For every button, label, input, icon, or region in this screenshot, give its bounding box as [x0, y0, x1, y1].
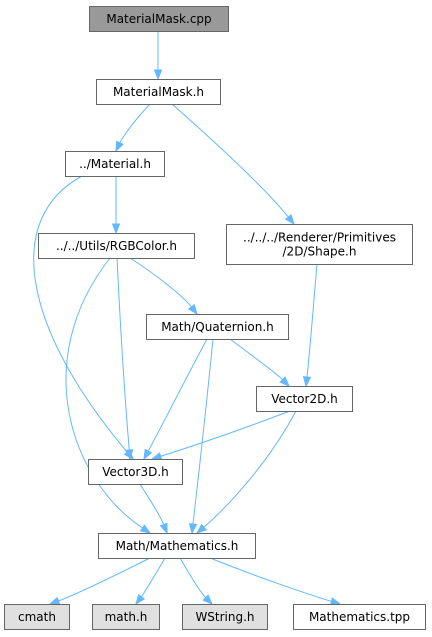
- node-quaternion-h[interactable]: Math/Quaternion.h: [146, 314, 289, 340]
- node-box: [38, 233, 195, 259]
- node-materialmask-cpp[interactable]: MaterialMask.cpp: [89, 6, 229, 32]
- edge-materialmask_cpp-to-materialmask_h: [153, 31, 163, 81]
- node-label: Math/Mathematics.h: [116, 539, 239, 553]
- node-box: [256, 386, 353, 412]
- node-box: [88, 459, 183, 485]
- node-label: WString.h: [195, 610, 254, 624]
- node-label: Vector3D.h: [102, 465, 169, 479]
- node-mathematics-h[interactable]: Math/Mathematics.h: [98, 533, 256, 559]
- node-label: /2D/Shape.h: [283, 245, 357, 259]
- edge-rgbcolor_h-to-quaternion_h: [129, 257, 198, 316]
- edge-line: [159, 410, 291, 458]
- edge-line: [147, 338, 208, 453]
- edge-line: [139, 483, 165, 526]
- edge-arrowhead: [284, 213, 295, 226]
- edge-arrowhead: [135, 593, 146, 606]
- edge-mathematics_h-to-math_h: [135, 557, 166, 606]
- edge-materialmask_h-to-shape_h: [171, 103, 295, 226]
- edge-arrowhead: [329, 597, 342, 606]
- node-box: [92, 604, 160, 630]
- node-label: ../../Utils/RGBColor.h: [56, 239, 177, 253]
- edge-material_h-to-rgbcolor_h: [111, 176, 121, 235]
- edge-line: [179, 557, 207, 599]
- edge-line: [57, 557, 151, 602]
- node-vector3d-h[interactable]: Vector3D.h: [88, 459, 183, 485]
- edge-vector2d_h-to-vector3d_h: [150, 410, 291, 461]
- node-label: Mathematics.tpp: [309, 610, 410, 624]
- edge-shape_h-to-vector2d_h: [302, 263, 318, 388]
- node-wstring-h: WString.h: [182, 604, 268, 630]
- edge-vector3d_h-to-mathematics_h: [139, 483, 168, 535]
- node-box: [96, 79, 221, 105]
- edge-arrowhead: [150, 452, 163, 461]
- edge-rgbcolor_h-to-mathematics_h: [65, 257, 152, 534]
- edge-quaternion_h-to-vector3d_h: [143, 338, 208, 461]
- edge-material_h-to-vector3d_h: [33, 175, 134, 461]
- edge-mathematics_h-to-wstring_h: [179, 557, 213, 605]
- edge-arrowhead: [202, 594, 213, 605]
- edge-arrowhead: [279, 376, 290, 387]
- edge-arrowhead: [187, 303, 198, 316]
- edge-materialmask_h-to-material_h: [115, 103, 151, 153]
- edge-arrowhead: [143, 448, 153, 461]
- node-label: ../Material.h: [79, 157, 151, 171]
- edge-line: [192, 338, 214, 526]
- edge-line: [306, 263, 318, 379]
- node-label: MaterialMask.cpp: [106, 12, 211, 26]
- edge-arrowhead: [188, 523, 198, 535]
- node-box: [4, 604, 70, 630]
- edge-quaternion_h-to-mathematics_h: [188, 338, 214, 535]
- edge-line: [65, 257, 144, 529]
- node-box: [293, 604, 426, 630]
- edge-arrowhead: [139, 524, 152, 534]
- node-mathematics-tpp[interactable]: Mathematics.tpp: [293, 604, 426, 630]
- node-box: [65, 151, 165, 177]
- edge-rgbcolor_h-to-vector3d_h: [116, 257, 134, 461]
- node-rgbcolor-h[interactable]: ../../Utils/RGBColor.h: [38, 233, 195, 259]
- edge-line: [171, 103, 290, 219]
- node-label: ../../../Renderer/Primitives: [243, 231, 396, 245]
- node-label: Vector2D.h: [271, 392, 338, 406]
- edge-line: [209, 557, 333, 603]
- node-label: math.h: [105, 610, 148, 624]
- edge-arrowhead: [124, 449, 134, 461]
- edge-line: [129, 257, 193, 308]
- node-materialmask-h[interactable]: MaterialMask.h: [96, 79, 221, 105]
- node-box: [182, 604, 268, 630]
- node-box: [89, 6, 229, 32]
- edge-line: [33, 175, 129, 454]
- edge-line: [116, 257, 130, 452]
- node-box: [226, 224, 413, 265]
- node-cmath: cmath: [4, 604, 70, 630]
- edges-layer: [33, 31, 342, 606]
- edge-line: [118, 103, 151, 144]
- edge-quaternion_h-to-vector2d_h: [229, 338, 290, 387]
- edge-mathematics_h-to-cmath: [48, 557, 151, 605]
- node-label: cmath: [18, 610, 56, 624]
- edge-arrowhead: [195, 523, 207, 534]
- node-shape-h[interactable]: ../../../Renderer/Primitives/2D/Shape.h: [226, 224, 413, 265]
- edge-line: [140, 557, 166, 598]
- edge-line: [229, 338, 284, 381]
- node-material-h[interactable]: ../Material.h: [65, 151, 165, 177]
- node-box: [98, 533, 256, 559]
- edge-arrowhead: [48, 596, 61, 605]
- edge-arrowhead: [111, 223, 121, 235]
- node-label: MaterialMask.h: [113, 85, 204, 99]
- node-math-h: math.h: [92, 604, 160, 630]
- edge-vector2d_h-to-mathematics_h: [195, 410, 297, 534]
- node-box: [146, 314, 289, 340]
- edge-mathematics_h-to-mathematics_tpp: [209, 557, 342, 606]
- edge-arrowhead: [159, 522, 168, 535]
- node-vector2d-h[interactable]: Vector2D.h: [256, 386, 353, 412]
- edge-line: [202, 410, 297, 529]
- edge-arrowhead: [115, 140, 124, 153]
- edge-arrowhead: [302, 376, 312, 388]
- node-label: Math/Quaternion.h: [161, 320, 274, 334]
- edge-arrowhead: [153, 69, 163, 81]
